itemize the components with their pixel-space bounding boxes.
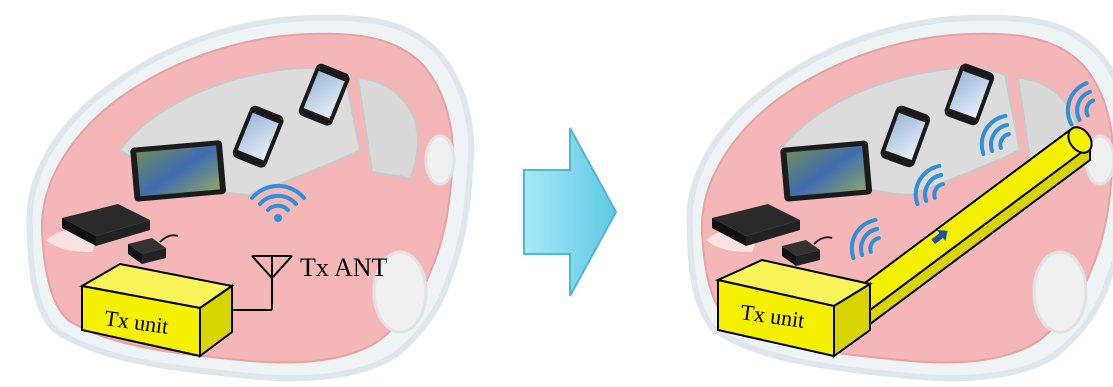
right-nav-display (780, 140, 872, 201)
right-front-wheel (1034, 252, 1086, 332)
left-rear-wheel (426, 136, 454, 184)
transition-arrow (524, 128, 616, 296)
left-nav-display (130, 140, 226, 202)
left-antenna-label: Tx ANT (300, 253, 388, 282)
